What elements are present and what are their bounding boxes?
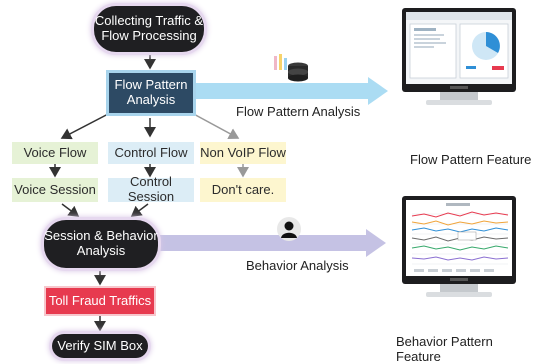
dont-care-label: Don't care. [211,181,275,197]
flow-analysis-arrow [196,77,388,105]
flow-monitor-stand [440,92,478,100]
behavior-analysis-arrow [160,229,386,257]
voice-flow-label: Voice Flow [23,144,87,160]
voice-session-node: Voice Session [12,178,98,202]
verify-sim-box-label: Verify SIM Box [57,337,143,353]
flow-pattern-feature-caption: Flow Pattern Feature [410,152,532,167]
monitor-badge [450,278,468,281]
flow-pattern-screen-content [406,12,512,79]
flow-pattern-monitor-icon [402,8,516,92]
arrow-control-session-to-behavior [130,203,149,217]
toll-fraud-traffics-label: Toll Fraud Traffics [48,292,152,308]
non-voip-flow-node: Non VoIP Flow [200,142,286,164]
behavior-pattern-screen-content [411,203,509,272]
control-flow-node: Control Flow [108,142,194,164]
behavior-monitor-base [426,292,492,297]
flow-monitor-base [426,100,492,105]
behavior-analysis-arrow-label: Behavior Analysis [246,258,349,273]
dont-care-node: Don't care. [200,178,286,202]
database-icon [274,54,308,82]
voice-session-label: Voice Session [14,181,96,197]
flow-pattern-screen [406,12,512,84]
collecting-traffic-label: Collecting Traffic & Flow Processing [94,13,204,43]
control-session-label: Control Session [127,174,175,204]
voice-flow-node: Voice Flow [12,142,98,164]
flow-pattern-analysis-node: Flow Pattern Analysis [106,70,196,116]
control-session-node: Control Session [108,174,194,204]
arrow-voice-session-to-behavior [61,203,80,217]
behavior-pattern-feature-caption: Behavior Pattern Feature [396,334,493,364]
verify-sim-box-node: Verify SIM Box [52,334,148,358]
behavior-pattern-monitor-icon [402,196,516,284]
user-icon [277,217,301,241]
non-voip-flow-label: Non VoIP Flow [200,144,286,160]
monitor-badge [450,86,468,89]
flow-analysis-arrow-label: Flow Pattern Analysis [236,104,361,119]
behavior-monitor-stand [440,284,478,292]
arrow-to-voice-flow [60,111,113,140]
flow-pattern-analysis-label: Flow Pattern Analysis [114,77,188,107]
collecting-traffic-node: Collecting Traffic & Flow Processing [94,6,204,52]
behavior-pattern-screen [406,200,512,276]
arrow-to-nonvoip-flow [189,111,240,139]
session-behavior-analysis-label: Session & Behavior Analysis [44,228,158,258]
toll-fraud-traffics-node: Toll Fraud Traffics [46,288,154,314]
session-behavior-analysis-node: Session & Behavior Analysis [44,220,158,268]
control-flow-label: Control Flow [114,144,188,160]
